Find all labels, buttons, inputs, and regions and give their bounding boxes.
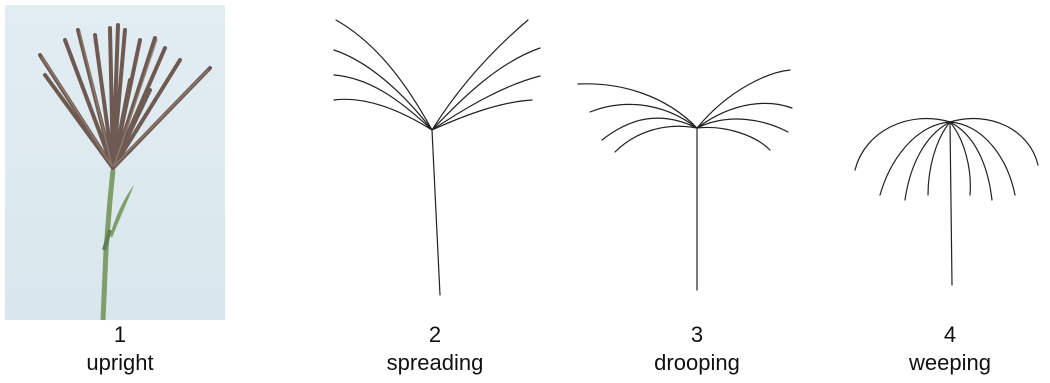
panel-spreading: 2 spreading: [300, 0, 560, 383]
panel-label: upright: [40, 350, 200, 376]
panel-number: 2: [355, 322, 515, 348]
panel-number: 1: [40, 322, 200, 348]
panel-drooping: 3 drooping: [560, 0, 810, 383]
panel-number: 3: [617, 322, 777, 348]
panel-upright: 1 upright: [0, 0, 240, 383]
branches: [578, 70, 792, 290]
panel-label: drooping: [617, 350, 777, 376]
panel-number: 4: [870, 322, 1030, 348]
panel-weeping: 4 weeping: [840, 0, 1050, 383]
branches: [855, 119, 1038, 285]
panel-label: weeping: [870, 350, 1030, 376]
branches: [334, 20, 540, 295]
panel-label: spreading: [355, 350, 515, 376]
